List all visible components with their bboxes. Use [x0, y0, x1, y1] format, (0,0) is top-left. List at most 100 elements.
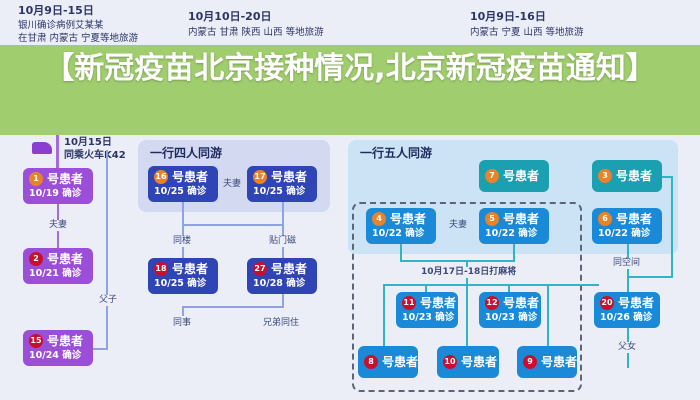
- confirm-date: 10/23 确诊: [485, 312, 538, 323]
- patient-card[interactable]: 27 号患者 10/28 确诊: [247, 258, 317, 294]
- patient-number: 27: [253, 262, 267, 276]
- patient-label: 号患者: [390, 212, 427, 226]
- confirm-date: 10/22 确诊: [598, 228, 651, 239]
- connector: [182, 224, 284, 226]
- patient-label: 号患者: [271, 262, 308, 276]
- right-desc: 内蒙古 宁夏 山西 等地旅游: [470, 27, 584, 38]
- confirm-date: 10/25 确诊: [154, 186, 207, 197]
- relation-label: 贴门磁: [268, 236, 298, 247]
- patient-card[interactable]: 8 号患者: [358, 346, 418, 378]
- relation-label: 同空间: [612, 258, 642, 269]
- relation-label: 父子: [98, 295, 119, 306]
- connector: [400, 244, 402, 262]
- patient-card[interactable]: 6 号患者 10/22 确诊: [592, 208, 662, 244]
- dashed-group: [352, 202, 582, 392]
- connector: [671, 176, 673, 278]
- connector: [662, 176, 673, 178]
- patient-number: 17: [253, 170, 267, 184]
- patient-label: 号患者: [541, 355, 578, 369]
- connector: [282, 202, 284, 258]
- relation-label: 同事: [172, 318, 193, 329]
- patient-card[interactable]: 1 号患者 10/19 确诊: [23, 168, 93, 204]
- patient-card[interactable]: 9 号患者: [517, 346, 577, 378]
- patient-label: 号患者: [618, 296, 655, 310]
- group-title: 一行四人同游: [150, 146, 223, 160]
- patient-number: 2: [29, 252, 43, 266]
- headline: 【新冠疫苗北京接种情况,北京新冠疫苗通知】: [44, 51, 656, 86]
- patient-label: 号患者: [461, 355, 498, 369]
- relation-label: 夫妻: [48, 220, 69, 231]
- confirm-date: 10/19 确诊: [29, 188, 82, 199]
- connector: [56, 135, 59, 168]
- mahjong-label: 10月17日-18日打麻将: [420, 267, 518, 278]
- confirm-date: 10/26 确诊: [600, 312, 653, 323]
- patient-number: 8: [364, 355, 378, 369]
- right-date: 10月9日-16日: [470, 10, 546, 23]
- patient-number: 3: [598, 169, 612, 183]
- train-icon: [32, 142, 52, 154]
- patient-card[interactable]: 2 号患者 10/21 确诊: [23, 248, 93, 284]
- relation-label: 父女: [617, 342, 638, 353]
- patient-number: 6: [598, 212, 612, 226]
- connector: [425, 284, 427, 292]
- patient-card[interactable]: 10 号患者: [437, 346, 499, 378]
- patient-card[interactable]: 12 号患者 10/23 确诊: [479, 292, 541, 328]
- patient-number: 12: [485, 296, 499, 310]
- connector: [383, 284, 385, 346]
- relation-label: 夫妻: [223, 179, 242, 189]
- patient-label: 号患者: [616, 169, 653, 183]
- connector: [182, 202, 184, 258]
- patient-label: 号患者: [47, 252, 84, 266]
- connector: [93, 348, 108, 350]
- patient-number: 5: [485, 212, 499, 226]
- left-desc-2: 在甘肃 内蒙古 宁夏等地旅游: [18, 33, 139, 44]
- patient-number: 4: [372, 212, 386, 226]
- patient-label: 号患者: [382, 355, 419, 369]
- connector: [466, 260, 468, 346]
- patient-label: 号患者: [616, 212, 653, 226]
- connector: [508, 284, 510, 292]
- connector: [106, 150, 108, 350]
- patient-card[interactable]: 3 号患者: [592, 160, 662, 192]
- confirm-date: 10/22 确诊: [485, 228, 538, 239]
- group-title: 一行五人同游: [360, 146, 433, 160]
- patient-label: 号患者: [503, 212, 540, 226]
- confirm-date: 10/21 确诊: [29, 268, 82, 279]
- relation-label: 夫妻: [449, 220, 468, 230]
- patient-number: 10: [443, 355, 457, 369]
- confirm-date: 10/23 确诊: [402, 312, 455, 323]
- confirm-date: 10/28 确诊: [253, 278, 306, 289]
- patient-label: 号患者: [172, 262, 209, 276]
- patient-number: 1: [29, 172, 43, 186]
- connector: [182, 306, 184, 316]
- patient-card[interactable]: 5 号患者 10/22 确诊: [479, 208, 549, 244]
- headline-banner: [0, 45, 700, 135]
- connector: [383, 284, 599, 286]
- connector: [400, 260, 515, 262]
- patient-number: 11: [402, 296, 416, 310]
- connector: [547, 284, 549, 346]
- train-text: 同乘火车K42: [64, 150, 126, 161]
- train-date: 10月15日: [64, 137, 112, 148]
- connector: [182, 306, 284, 308]
- patient-number: 18: [154, 262, 168, 276]
- patient-label: 号患者: [503, 169, 540, 183]
- relation-label: 兄弟同住: [262, 318, 301, 329]
- confirm-date: 10/25 确诊: [253, 186, 306, 197]
- patient-label: 号患者: [47, 172, 84, 186]
- patient-label: 号患者: [503, 296, 540, 310]
- patient-number: 9: [523, 355, 537, 369]
- patient-label: 号患者: [420, 296, 457, 310]
- patient-number: 15: [29, 334, 43, 348]
- left-date: 10月9日-15日: [18, 4, 94, 17]
- patient-card[interactable]: 11 号患者 10/23 确诊: [396, 292, 458, 328]
- relation-label: 同楼: [172, 236, 193, 247]
- left-desc-1: 银川确诊病例艾某某: [18, 20, 104, 31]
